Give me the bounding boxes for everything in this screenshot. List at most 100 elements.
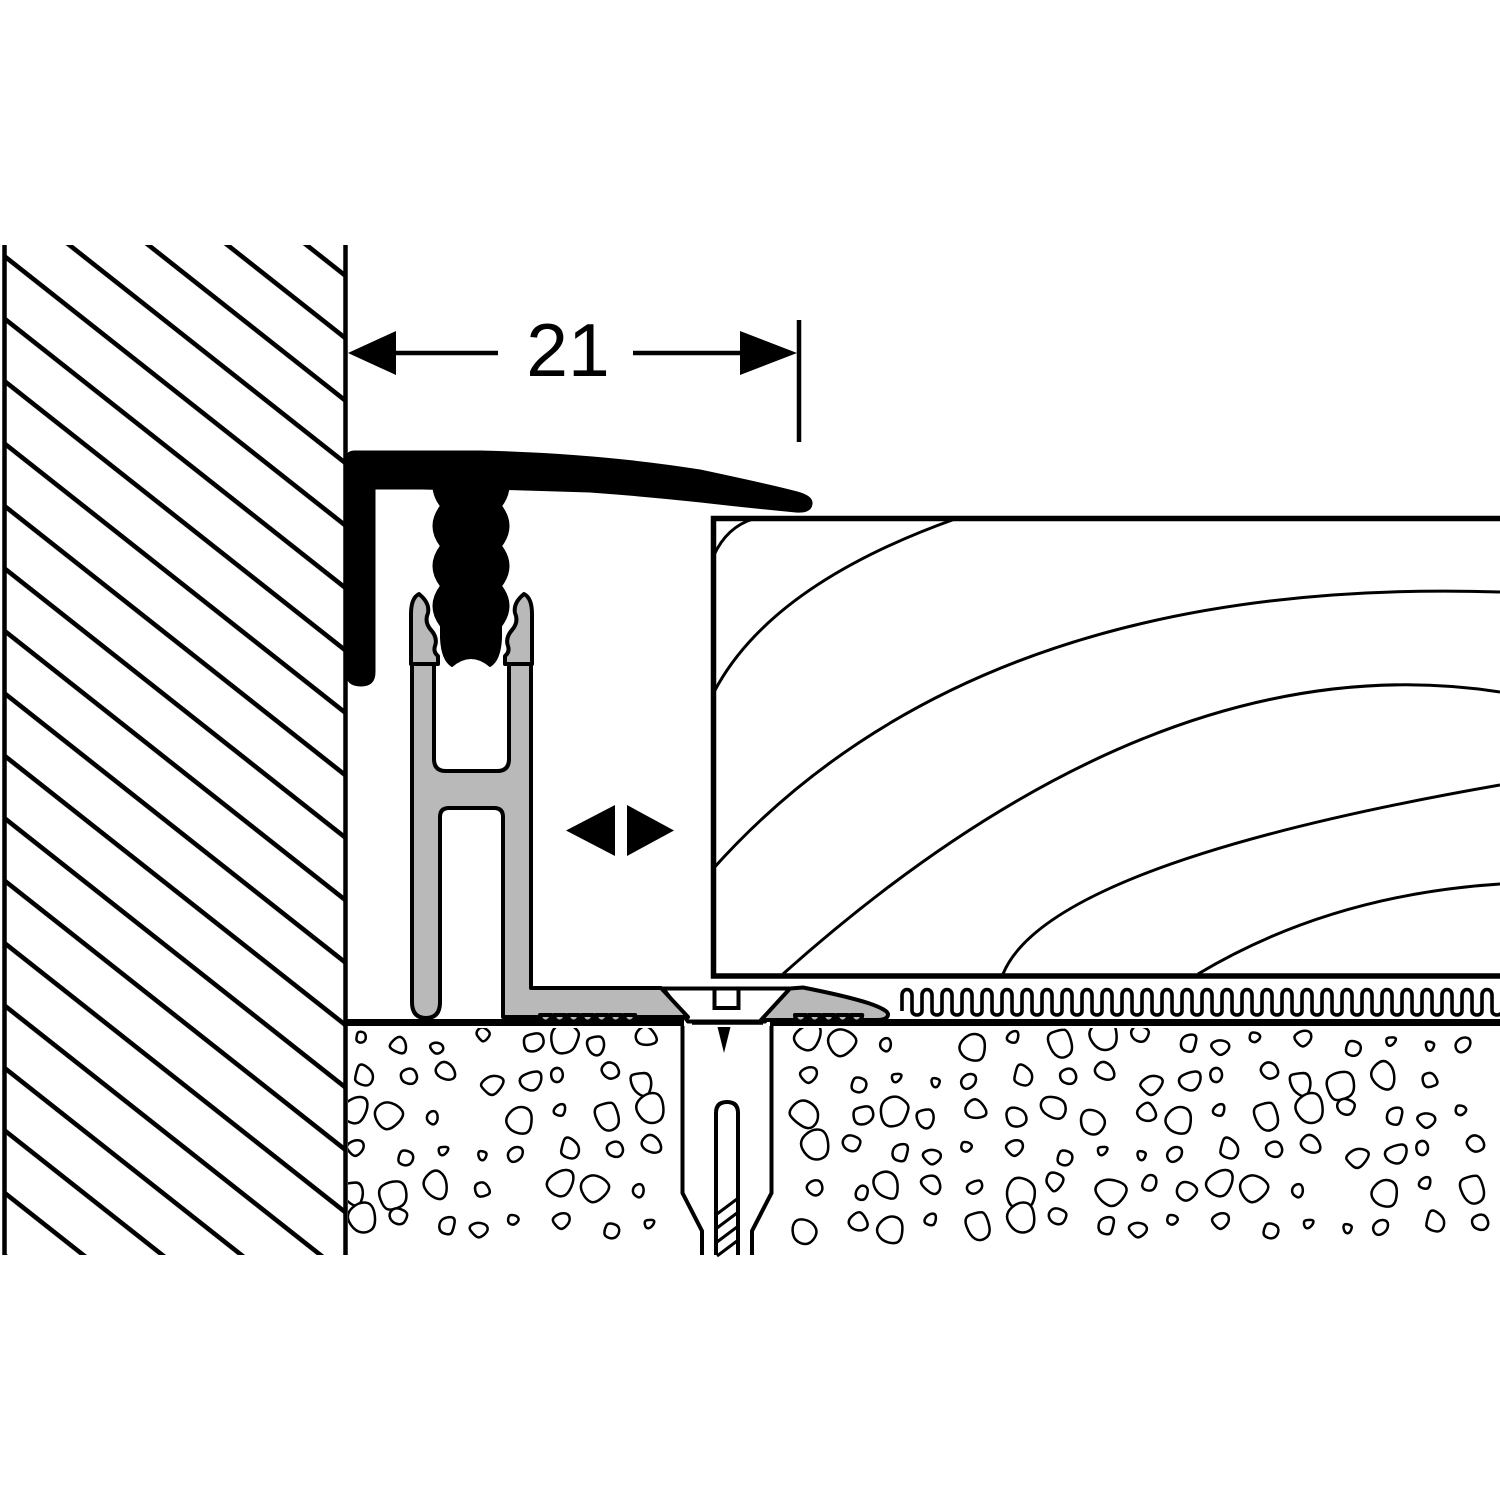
pebble: [1288, 1071, 1312, 1098]
adjustment-arrows-icon: [566, 805, 674, 856]
base-profile-right-prong: [503, 592, 534, 666]
pebble: [1046, 1028, 1074, 1059]
parquet-floorboard: [710, 515, 1500, 979]
pebble: [1164, 1105, 1193, 1135]
pebble: [1210, 1039, 1231, 1057]
pebble: [545, 1168, 575, 1198]
pebble: [629, 1071, 653, 1098]
wall-hatch: [5, 245, 345, 1255]
pebble: [1259, 1061, 1280, 1080]
pebble: [1238, 1174, 1270, 1204]
pebble: [1013, 1063, 1034, 1087]
pebble: [1135, 1101, 1158, 1123]
wall-plug: [680, 1026, 774, 1258]
pebble: [468, 1221, 489, 1239]
pebble: [826, 1028, 858, 1058]
wood-grain-line: [710, 589, 1500, 871]
arrow-left-icon: [566, 805, 615, 856]
pebble: [1005, 1106, 1028, 1128]
pebble: [1325, 1070, 1356, 1102]
pebble: [1417, 1175, 1432, 1191]
pebble: [438, 1215, 456, 1236]
pebble: [437, 1145, 450, 1157]
pebble: [1421, 1071, 1439, 1089]
pebble: [1385, 1036, 1398, 1048]
plug-wall-left: [680, 1026, 704, 1255]
pebble: [1262, 1222, 1280, 1240]
pebble: [479, 1074, 505, 1097]
pebble: [1039, 1095, 1067, 1121]
pebble: [879, 1095, 910, 1128]
pebble: [600, 1061, 621, 1080]
pebble: [791, 1218, 818, 1246]
pebble: [550, 1028, 581, 1055]
plug-wall-right: [750, 1026, 774, 1255]
pebble: [593, 1101, 621, 1132]
screw-thread-hatch: [716, 1197, 738, 1258]
pebble: [1290, 1182, 1305, 1199]
pebble: [1127, 1221, 1149, 1239]
pebble: [1465, 1134, 1486, 1153]
pebble: [930, 1076, 942, 1089]
pebble: [1454, 1104, 1468, 1117]
pebble: [1005, 1029, 1020, 1045]
pebble: [1252, 1101, 1280, 1132]
pebble: [1210, 1212, 1231, 1231]
pebble: [958, 1032, 987, 1062]
pebble: [1302, 1218, 1315, 1230]
pebble: [428, 1041, 445, 1055]
wall-section: [2, 245, 348, 1255]
pebble: [1058, 1067, 1078, 1086]
pebble: [805, 1178, 824, 1197]
pebble: [799, 1128, 830, 1161]
base-profile-foot-right-wedge: [759, 985, 890, 1022]
pebble: [605, 1140, 625, 1159]
pebble: [1094, 1178, 1128, 1208]
wood-grain-line: [1197, 882, 1500, 976]
pebble: [1470, 1213, 1490, 1232]
pebble: [1424, 1040, 1436, 1052]
pebble: [965, 1179, 984, 1195]
pebble: [373, 1101, 405, 1131]
parquet-outline: [710, 515, 1500, 979]
pebble: [518, 1070, 543, 1092]
pebble: [1045, 1171, 1065, 1193]
dimension-arrowhead-left-icon: [348, 331, 396, 375]
pebble: [792, 1028, 822, 1052]
pebble: [1248, 1031, 1262, 1044]
base-profile: [409, 592, 890, 1024]
pebble: [1299, 1133, 1322, 1154]
pebble: [551, 1212, 571, 1231]
pebble: [915, 1108, 935, 1130]
adhesive-ribs: [538, 1013, 865, 1024]
pebble: [854, 1184, 870, 1202]
pebble: [475, 1028, 491, 1043]
pebble: [397, 1149, 415, 1167]
pebble: [348, 1139, 365, 1158]
pebble: [1004, 1139, 1025, 1158]
pebble: [353, 1063, 375, 1087]
wood-grain-line: [712, 517, 956, 693]
pebble: [425, 1109, 439, 1126]
pebble: [878, 1036, 893, 1053]
pebble: [377, 1180, 408, 1211]
pebble: [1425, 1209, 1446, 1233]
pebble: [631, 1182, 645, 1199]
pebble: [841, 1134, 862, 1153]
wood-grain-line: [782, 683, 1500, 976]
pebble: [388, 1035, 408, 1055]
pebble: [1370, 1178, 1399, 1208]
dimension-21: 21: [348, 308, 802, 442]
top-profile-cap: [345, 450, 813, 687]
pebble: [552, 1102, 567, 1118]
pebble: [1209, 1066, 1224, 1084]
base-profile-left-prong: [409, 592, 440, 666]
pebble: [919, 1174, 942, 1196]
pebble: [964, 1210, 991, 1242]
underlay-squiggle: [900, 987, 1500, 1017]
concrete-pebbles: [348, 1028, 1490, 1246]
pebble: [1047, 1207, 1068, 1226]
pebble: [1344, 1039, 1363, 1058]
screw-tip-triangle: [717, 1027, 731, 1053]
pebble: [850, 1076, 868, 1094]
